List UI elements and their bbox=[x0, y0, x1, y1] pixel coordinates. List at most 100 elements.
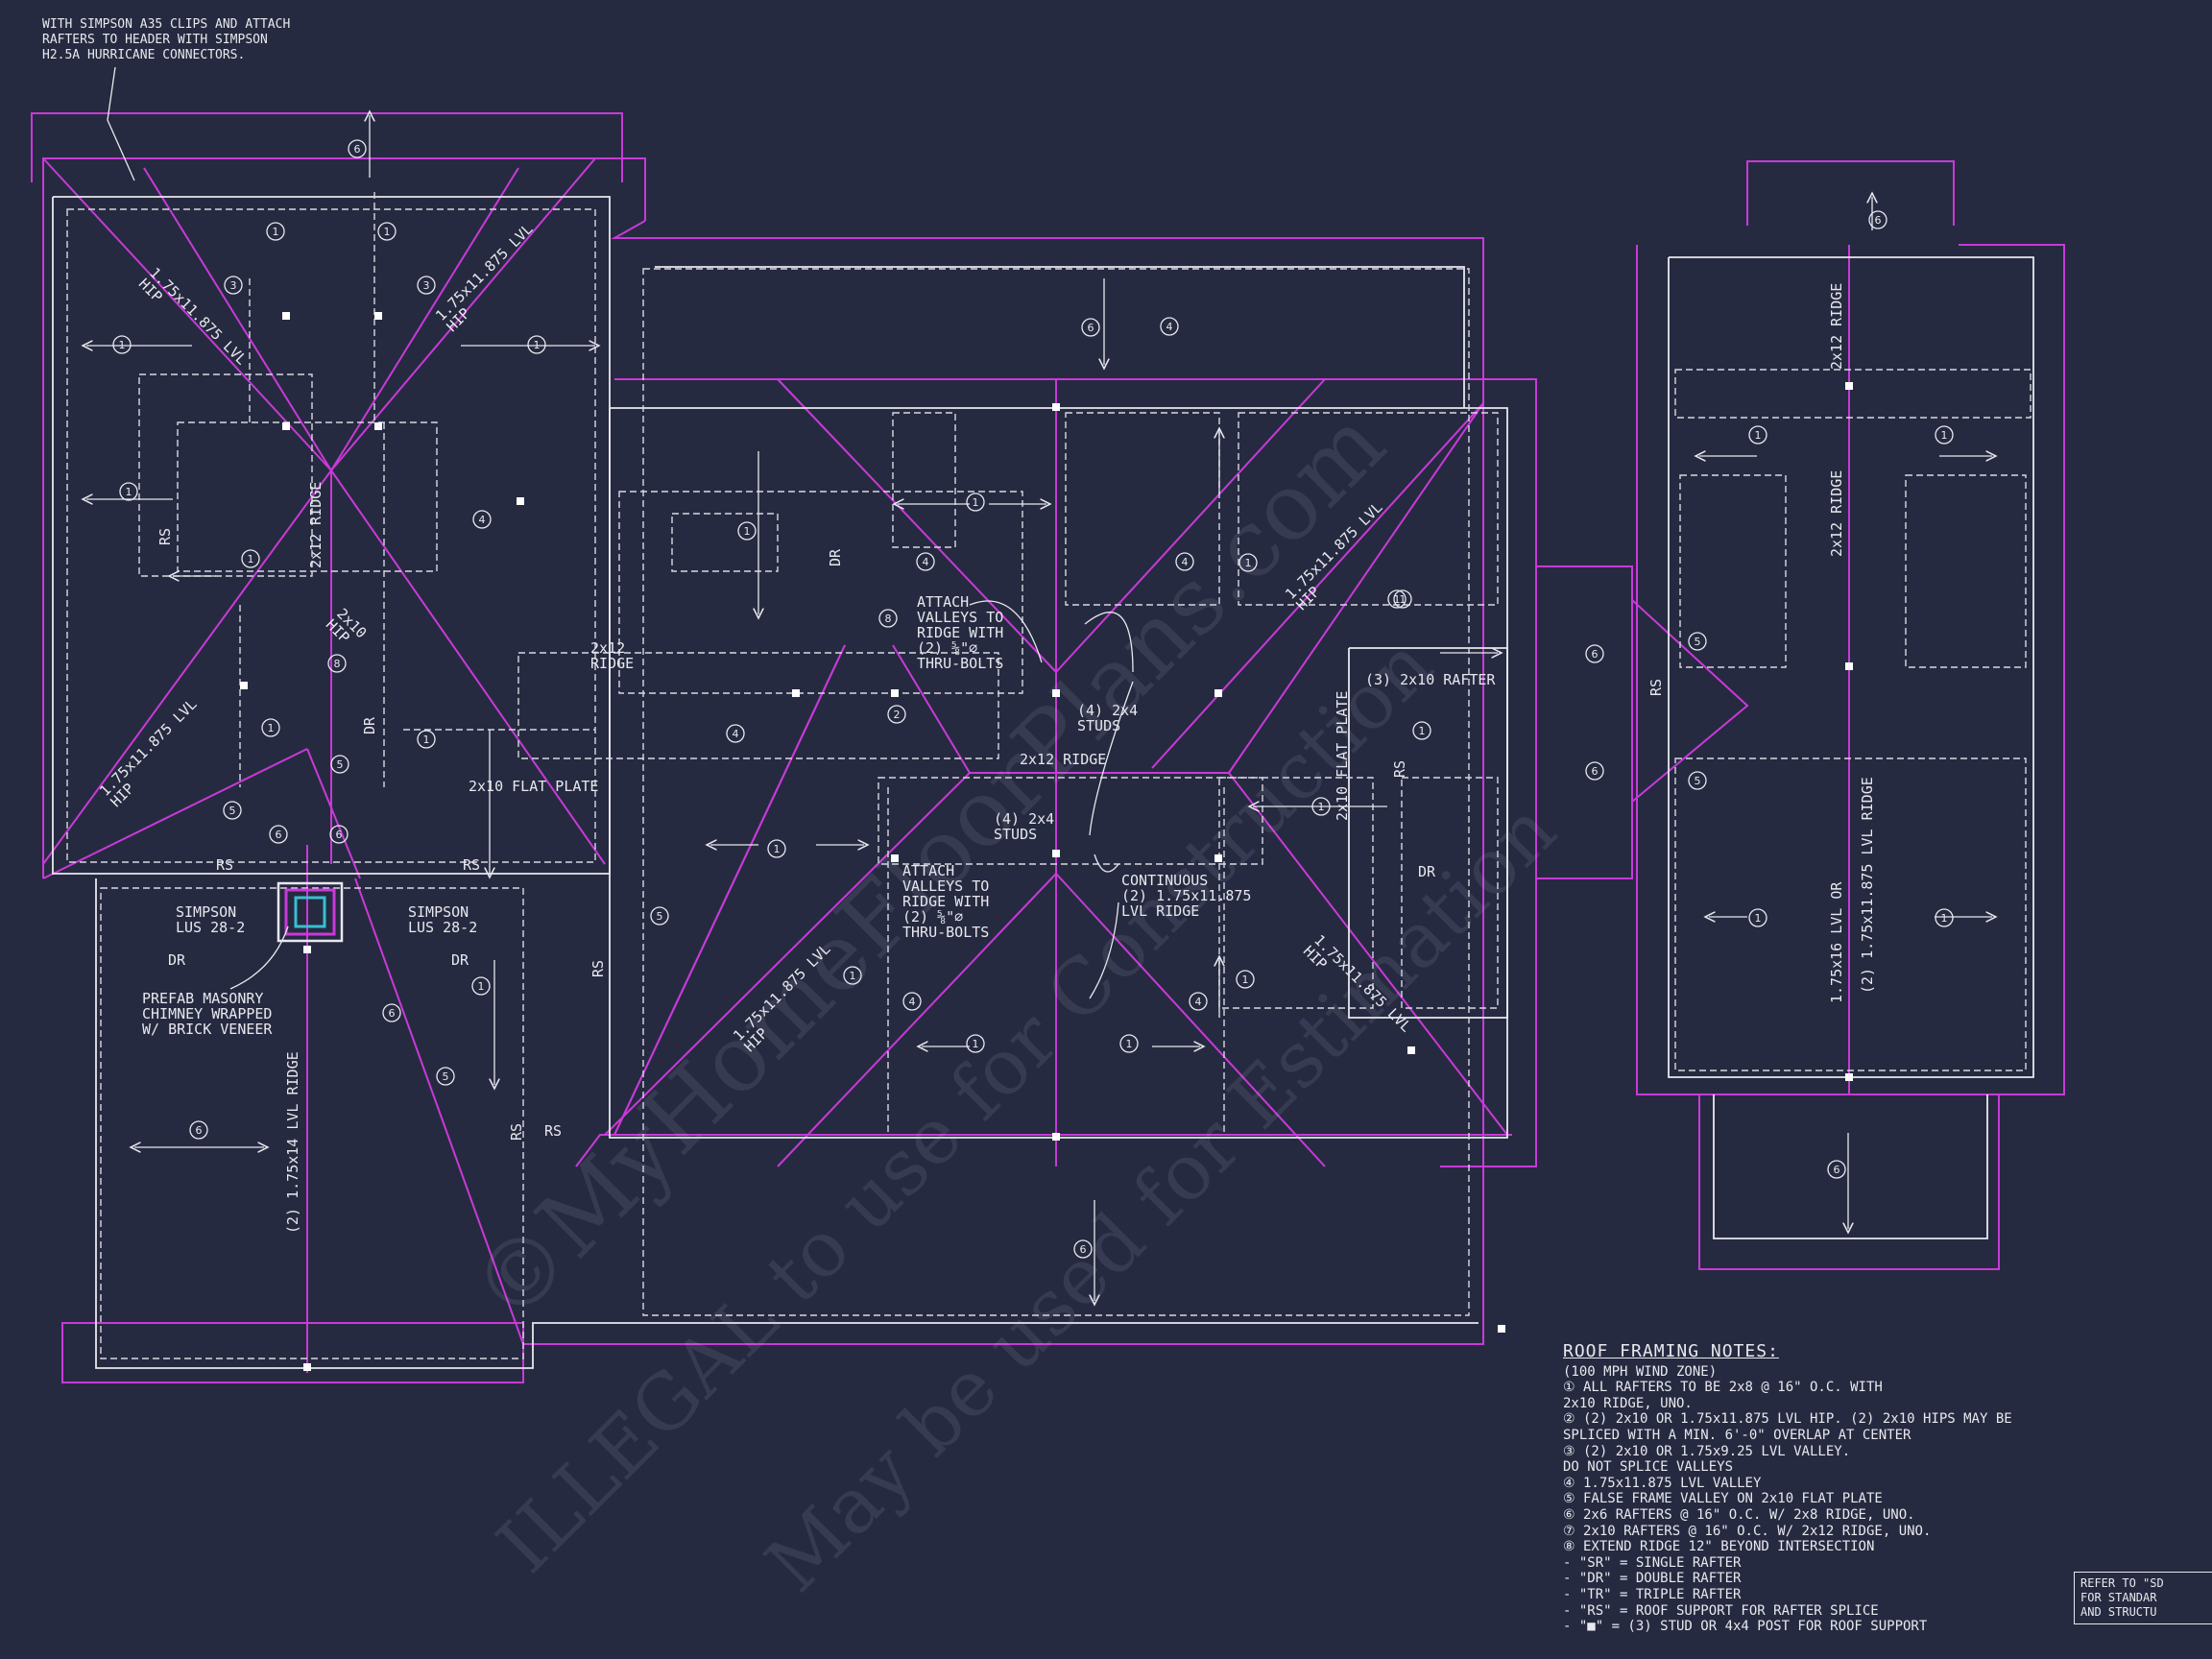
rafter-direction-arrows bbox=[86, 115, 1992, 1301]
svg-text:1: 1 bbox=[850, 970, 856, 982]
svg-text:1: 1 bbox=[1755, 429, 1762, 442]
reference-box: REFER TO "SD FOR STANDAR AND STRUCTU bbox=[2074, 1572, 2212, 1624]
post-markers bbox=[240, 312, 1853, 1371]
svg-text:6: 6 bbox=[196, 1124, 203, 1137]
rs-label: RS bbox=[463, 856, 480, 874]
svg-text:5: 5 bbox=[1695, 636, 1701, 648]
svg-text:1: 1 bbox=[534, 339, 541, 351]
svg-text:1: 1 bbox=[774, 843, 781, 855]
note-row: 2x10 RIDGE, UNO. bbox=[1563, 1395, 1693, 1411]
svg-text:1: 1 bbox=[1755, 912, 1762, 925]
svg-text:1: 1 bbox=[1941, 429, 1948, 442]
roof-outline-magenta bbox=[31, 112, 2065, 1383]
ref-line: REFER TO "SD bbox=[2080, 1576, 2164, 1590]
svg-text:5: 5 bbox=[1695, 775, 1701, 787]
svg-text:6: 6 bbox=[1088, 322, 1094, 334]
hip-label: 1.75x11.875 LVLHIP bbox=[1300, 931, 1415, 1046]
wall-outline-white bbox=[52, 196, 2034, 1369]
svg-text:3: 3 bbox=[423, 279, 430, 292]
svg-text:1: 1 bbox=[1400, 593, 1407, 606]
svg-text:8: 8 bbox=[334, 658, 341, 670]
dr-label: DR bbox=[168, 951, 186, 969]
svg-text:1: 1 bbox=[973, 496, 979, 509]
svg-text:3: 3 bbox=[230, 279, 237, 292]
svg-text:6: 6 bbox=[1080, 1243, 1087, 1256]
notes-title: ROOF FRAMING NOTES: bbox=[1563, 1341, 1779, 1361]
svg-text:5: 5 bbox=[337, 758, 344, 771]
ridge-label: 2x12 RIDGE bbox=[1020, 751, 1106, 768]
rs-label: RS bbox=[508, 1123, 525, 1141]
svg-text:1: 1 bbox=[1318, 801, 1325, 813]
rs-label: RS bbox=[1391, 760, 1408, 778]
rs-label: RS bbox=[544, 1122, 562, 1140]
note-row: ③ (2) 2x10 OR 1.75x9.25 LVL VALLEY. bbox=[1563, 1443, 1851, 1459]
rs-label: RS bbox=[156, 528, 174, 545]
svg-text:4: 4 bbox=[1166, 321, 1173, 333]
svg-text:6: 6 bbox=[354, 143, 361, 156]
note-row: ⑥ 2x6 RAFTERS @ 16" O.C. W/ 2x8 RIDGE, U… bbox=[1563, 1506, 1915, 1523]
note-reference-circles bbox=[112, 139, 1954, 1259]
svg-text:4: 4 bbox=[1182, 556, 1189, 568]
note-row: - "■" = (3) STUD OR 4x4 POST FOR ROOF SU… bbox=[1563, 1619, 1928, 1635]
garage-lvl-label: (2) 1.75x11.875 LVL RIDGE bbox=[1859, 777, 1876, 994]
svg-text:4: 4 bbox=[923, 556, 929, 568]
note-row: (100 MPH WIND ZONE) bbox=[1563, 1363, 1718, 1380]
note-row: ⑧ EXTEND RIDGE 12" BEYOND INTERSECTION bbox=[1563, 1539, 1875, 1555]
flat-plate-label: 2x10 FLAT PLATE bbox=[1334, 691, 1351, 821]
svg-text:1: 1 bbox=[478, 980, 485, 993]
note-row: ④ 1.75x11.875 LVL VALLEY bbox=[1563, 1475, 1762, 1491]
dr-label: DR bbox=[361, 716, 378, 734]
rafter-label: (3) 2x10 RAFTER bbox=[1365, 671, 1496, 688]
note-row: SPLICED WITH A MIN. 6'-0" OVERLAP AT CEN… bbox=[1563, 1427, 1911, 1443]
svg-text:4: 4 bbox=[1195, 996, 1202, 1008]
note-row: ⑤ FALSE FRAME VALLEY ON 2x10 FLAT PLATE bbox=[1563, 1491, 1883, 1507]
notes-list: (100 MPH WIND ZONE)① ALL RAFTERS TO BE 2… bbox=[1563, 1364, 2177, 1635]
svg-text:1: 1 bbox=[384, 226, 391, 238]
hip-label: 1.75x11.875 LVLHIP bbox=[730, 940, 845, 1055]
note-row: - "SR" = SINGLE RAFTER bbox=[1563, 1554, 1742, 1571]
svg-text:1: 1 bbox=[1242, 974, 1249, 986]
flat-plate-label: 2x10 FLAT PLATE bbox=[469, 778, 598, 795]
note-row: ② (2) 2x10 OR 1.75x11.875 LVL HIP. (2) 2… bbox=[1563, 1411, 2012, 1428]
note-row: ① ALL RAFTERS TO BE 2x8 @ 16" O.C. WITH bbox=[1563, 1380, 1883, 1396]
svg-text:4: 4 bbox=[479, 514, 486, 526]
svg-text:6: 6 bbox=[1592, 648, 1599, 661]
svg-text:1: 1 bbox=[1245, 557, 1252, 569]
rs-label: RS bbox=[1647, 679, 1665, 696]
hip-label: 2x10HIP bbox=[323, 605, 371, 653]
rs-label: RS bbox=[589, 960, 607, 977]
svg-text:1: 1 bbox=[273, 226, 279, 238]
svg-text:1: 1 bbox=[126, 486, 132, 498]
svg-text:1: 1 bbox=[1126, 1038, 1133, 1050]
svg-text:1: 1 bbox=[1941, 912, 1948, 925]
svg-text:5: 5 bbox=[657, 910, 663, 923]
ref-line: FOR STANDAR bbox=[2080, 1591, 2157, 1604]
callout-line: RAFTERS TO HEADER WITH SIMPSON bbox=[42, 33, 268, 47]
garage-ridge-label: 2x12 RIDGE bbox=[1828, 470, 1845, 557]
hip-label: 1.75x11.875 LVLHIP bbox=[432, 220, 547, 335]
note-row: ⑦ 2x10 RAFTERS @ 16" O.C. W/ 2x12 RIDGE,… bbox=[1563, 1523, 1932, 1539]
svg-text:6: 6 bbox=[1834, 1164, 1840, 1176]
leader-lines bbox=[107, 66, 1134, 999]
svg-text:1: 1 bbox=[973, 1038, 979, 1050]
svg-text:5: 5 bbox=[443, 1070, 449, 1083]
callout-line: WITH SIMPSON A35 CLIPS AND ATTACH bbox=[42, 17, 291, 32]
garage-lvl-label: 1.75x16 LVL OR bbox=[1828, 881, 1845, 1003]
svg-text:6: 6 bbox=[1592, 765, 1599, 778]
svg-text:6: 6 bbox=[336, 829, 343, 841]
roof-framing-notes: ROOF FRAMING NOTES: (100 MPH WIND ZONE)①… bbox=[1563, 1341, 2177, 1635]
svg-text:4: 4 bbox=[909, 996, 916, 1008]
note-row: - "DR" = DOUBLE RAFTER bbox=[1563, 1571, 1742, 1587]
hurricane-connector-callout: WITH SIMPSON A35 CLIPS AND ATTACH RAFTER… bbox=[42, 17, 290, 63]
framing-labels: 2x12 RIDGE 2x10 FLAT PLATE 2x12 RIDGE (3… bbox=[96, 220, 1876, 1234]
